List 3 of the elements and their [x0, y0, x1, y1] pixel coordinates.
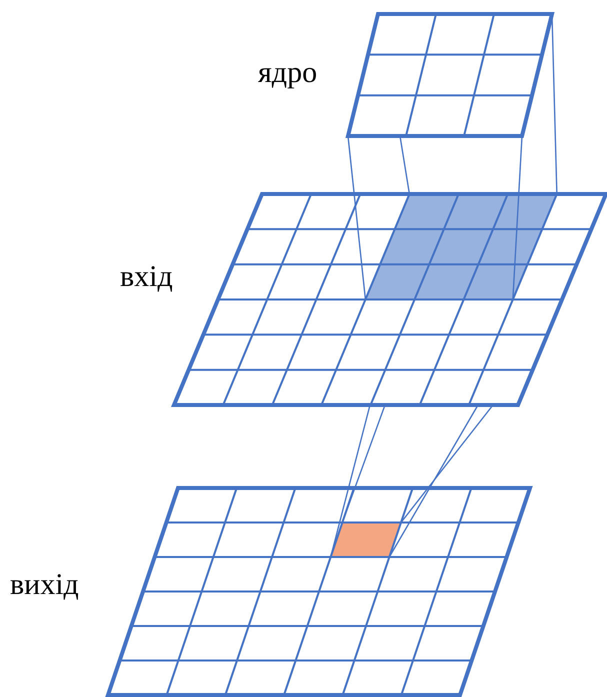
grid-label: ядро — [258, 58, 318, 88]
grid-label: вихід — [10, 570, 79, 600]
grid-label: вхід — [120, 262, 173, 292]
